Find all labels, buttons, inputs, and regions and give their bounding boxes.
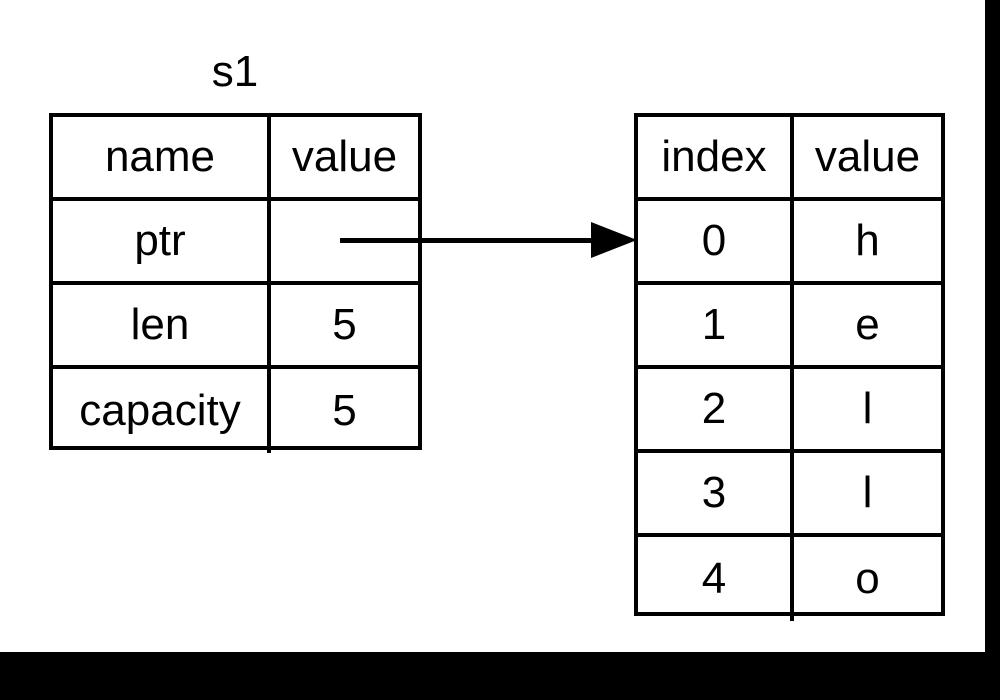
table-row: 3 l [638, 453, 941, 537]
frame-strip-bottom [0, 652, 1000, 700]
struct-header-value: value [291, 132, 398, 181]
buffer-index-2: 2 [638, 369, 794, 449]
buffer-value-1: e [855, 300, 880, 349]
buffer-value-4: o [855, 554, 880, 603]
struct-table: name value ptr len 5 capacity 5 [49, 113, 422, 453]
struct-field-ptr-name: ptr [53, 201, 271, 281]
struct-field-capacity-name: capacity [53, 369, 271, 453]
table-header-row: index value [638, 117, 941, 201]
buffer-value-3: l [862, 468, 873, 517]
frame-strip-right [985, 0, 1000, 700]
buffer-table: index value 0 h 1 e 2 l 3 l 4 o [634, 113, 945, 621]
pointer-arrow-head-icon [591, 222, 637, 258]
buffer-index-0: 0 [638, 201, 794, 281]
table-row: 4 o [638, 537, 941, 621]
buffer-index-1: 1 [638, 285, 794, 365]
struct-table-title: s1 [211, 47, 259, 96]
table-row: 0 h [638, 201, 941, 285]
buffer-index-4: 4 [638, 537, 794, 621]
table-row: ptr [53, 201, 418, 285]
buffer-value-0: h [855, 216, 880, 265]
struct-header-name: name [53, 117, 271, 197]
table-row: capacity 5 [53, 369, 418, 453]
buffer-value-2: l [862, 384, 873, 433]
buffer-index-3: 3 [638, 453, 794, 533]
struct-field-len-name: len [53, 285, 271, 365]
table-row: 2 l [638, 369, 941, 453]
table-row: len 5 [53, 285, 418, 369]
buffer-header-value: value [814, 132, 921, 181]
struct-field-len-value: 5 [332, 300, 357, 349]
struct-field-capacity-value: 5 [332, 386, 357, 435]
table-row: 1 e [638, 285, 941, 369]
table-header-row: name value [53, 117, 418, 201]
pointer-arrow-line [340, 238, 595, 243]
buffer-header-index: index [638, 117, 794, 197]
